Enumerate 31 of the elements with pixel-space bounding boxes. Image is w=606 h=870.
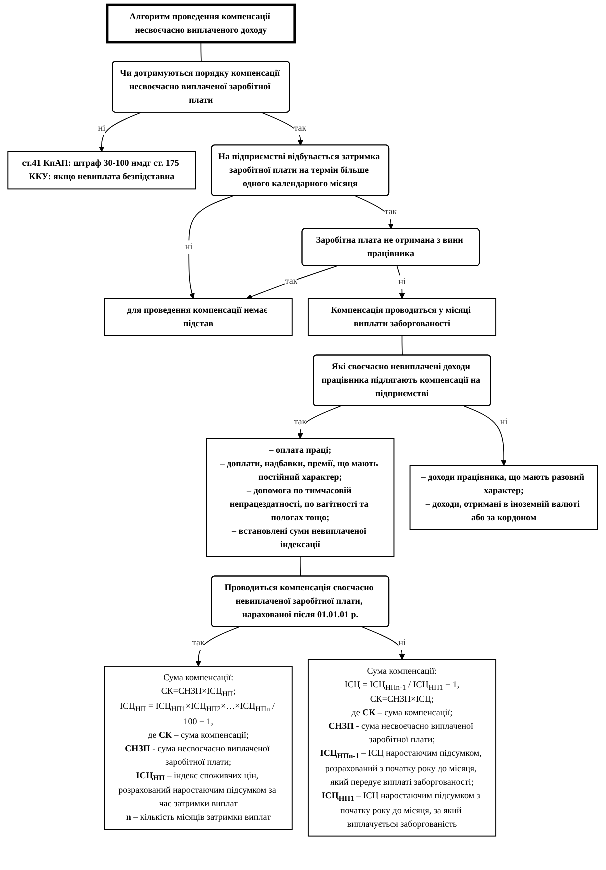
edge-label: так [294, 124, 307, 134]
node-box: для проведення компенсації немає підстав [104, 298, 293, 336]
arrow [298, 406, 342, 440]
node-box: – оплата праці; – доплати, надбавки, премії, що мають постійний характер; – допомога по тимчасовій непрацездатності, по вагітності та пологах тощо; – встановлені суми невиплаченої індексації [206, 438, 395, 558]
node-box: – доходи працівника, що мають разовий характер; – доходи, отримані в іноземній валюті або за кордоном [410, 465, 598, 530]
arrow [464, 406, 507, 466]
node-box: Сума компенсації: ІСЦ = ІСЦ$_{НПn-1}$ / ІСЦ$_{НП1}$ − 1, СК=СНЗП×ІСЦ; де СК – сума компенсації; СНЗП - сума несвоєчасно виплаченої заробітної плати; ІСЦ$_{НПn-1}$ – ІСЦ наростаючим підсумком, розрахований з початку року до місяця, який передує виплаті заборгованості; ІСЦ$_{НП1}$ – ІСЦ наростаючим підсумком з початку року до місяця, за який виплачується заборгованість [308, 659, 497, 837]
edge-label: так [384, 207, 398, 218]
arrow [196, 626, 240, 667]
connector [402, 336, 403, 356]
node-box: Алгоритм проведення компенсації несвоєчасно виплаченого доходу [106, 4, 296, 44]
edge-label: ні [185, 242, 193, 252]
arrow [188, 196, 234, 299]
arrow [246, 266, 338, 300]
arrow [99, 112, 142, 152]
arrow [396, 266, 406, 299]
edge-label: ні [98, 124, 106, 134]
connector [200, 42, 202, 62]
edge-label: так [294, 418, 307, 428]
edge-label: ні [398, 638, 406, 648]
arrow [261, 112, 304, 146]
connector [300, 556, 302, 577]
node-box: Сума компенсації: СК=СНЗП×ІСЦ$_{НП}$; ІСЦ$_{НП}$ = ІСЦ$_{НП1}$×ІСЦ$_{НП2}$×…×ІСЦ$_{НПn}$ / 100 − 1, де СК – сума компенсації; СНЗП - сума несвоєчасно виплаченої заробітної плати; ІСЦ$_{НП}$ – індекс споживчих цін, розрахований наростаючим підсумком за час затримки виплат n – кількість місяців затримки виплат [104, 666, 293, 830]
node-box: Компенсація проводиться у місяці виплати заборгованості [308, 298, 497, 336]
edge-label: так [285, 276, 298, 286]
edge-label: так [192, 638, 205, 648]
edge-label: ні [398, 278, 406, 288]
node-box: ст.41 КпАП: штраф 30-100 нмдг ст. 175 ККУ: якщо невиплата безпідставна [8, 151, 196, 190]
arrow [355, 196, 394, 230]
arrow [362, 626, 406, 660]
edge-label: ні [500, 418, 508, 428]
